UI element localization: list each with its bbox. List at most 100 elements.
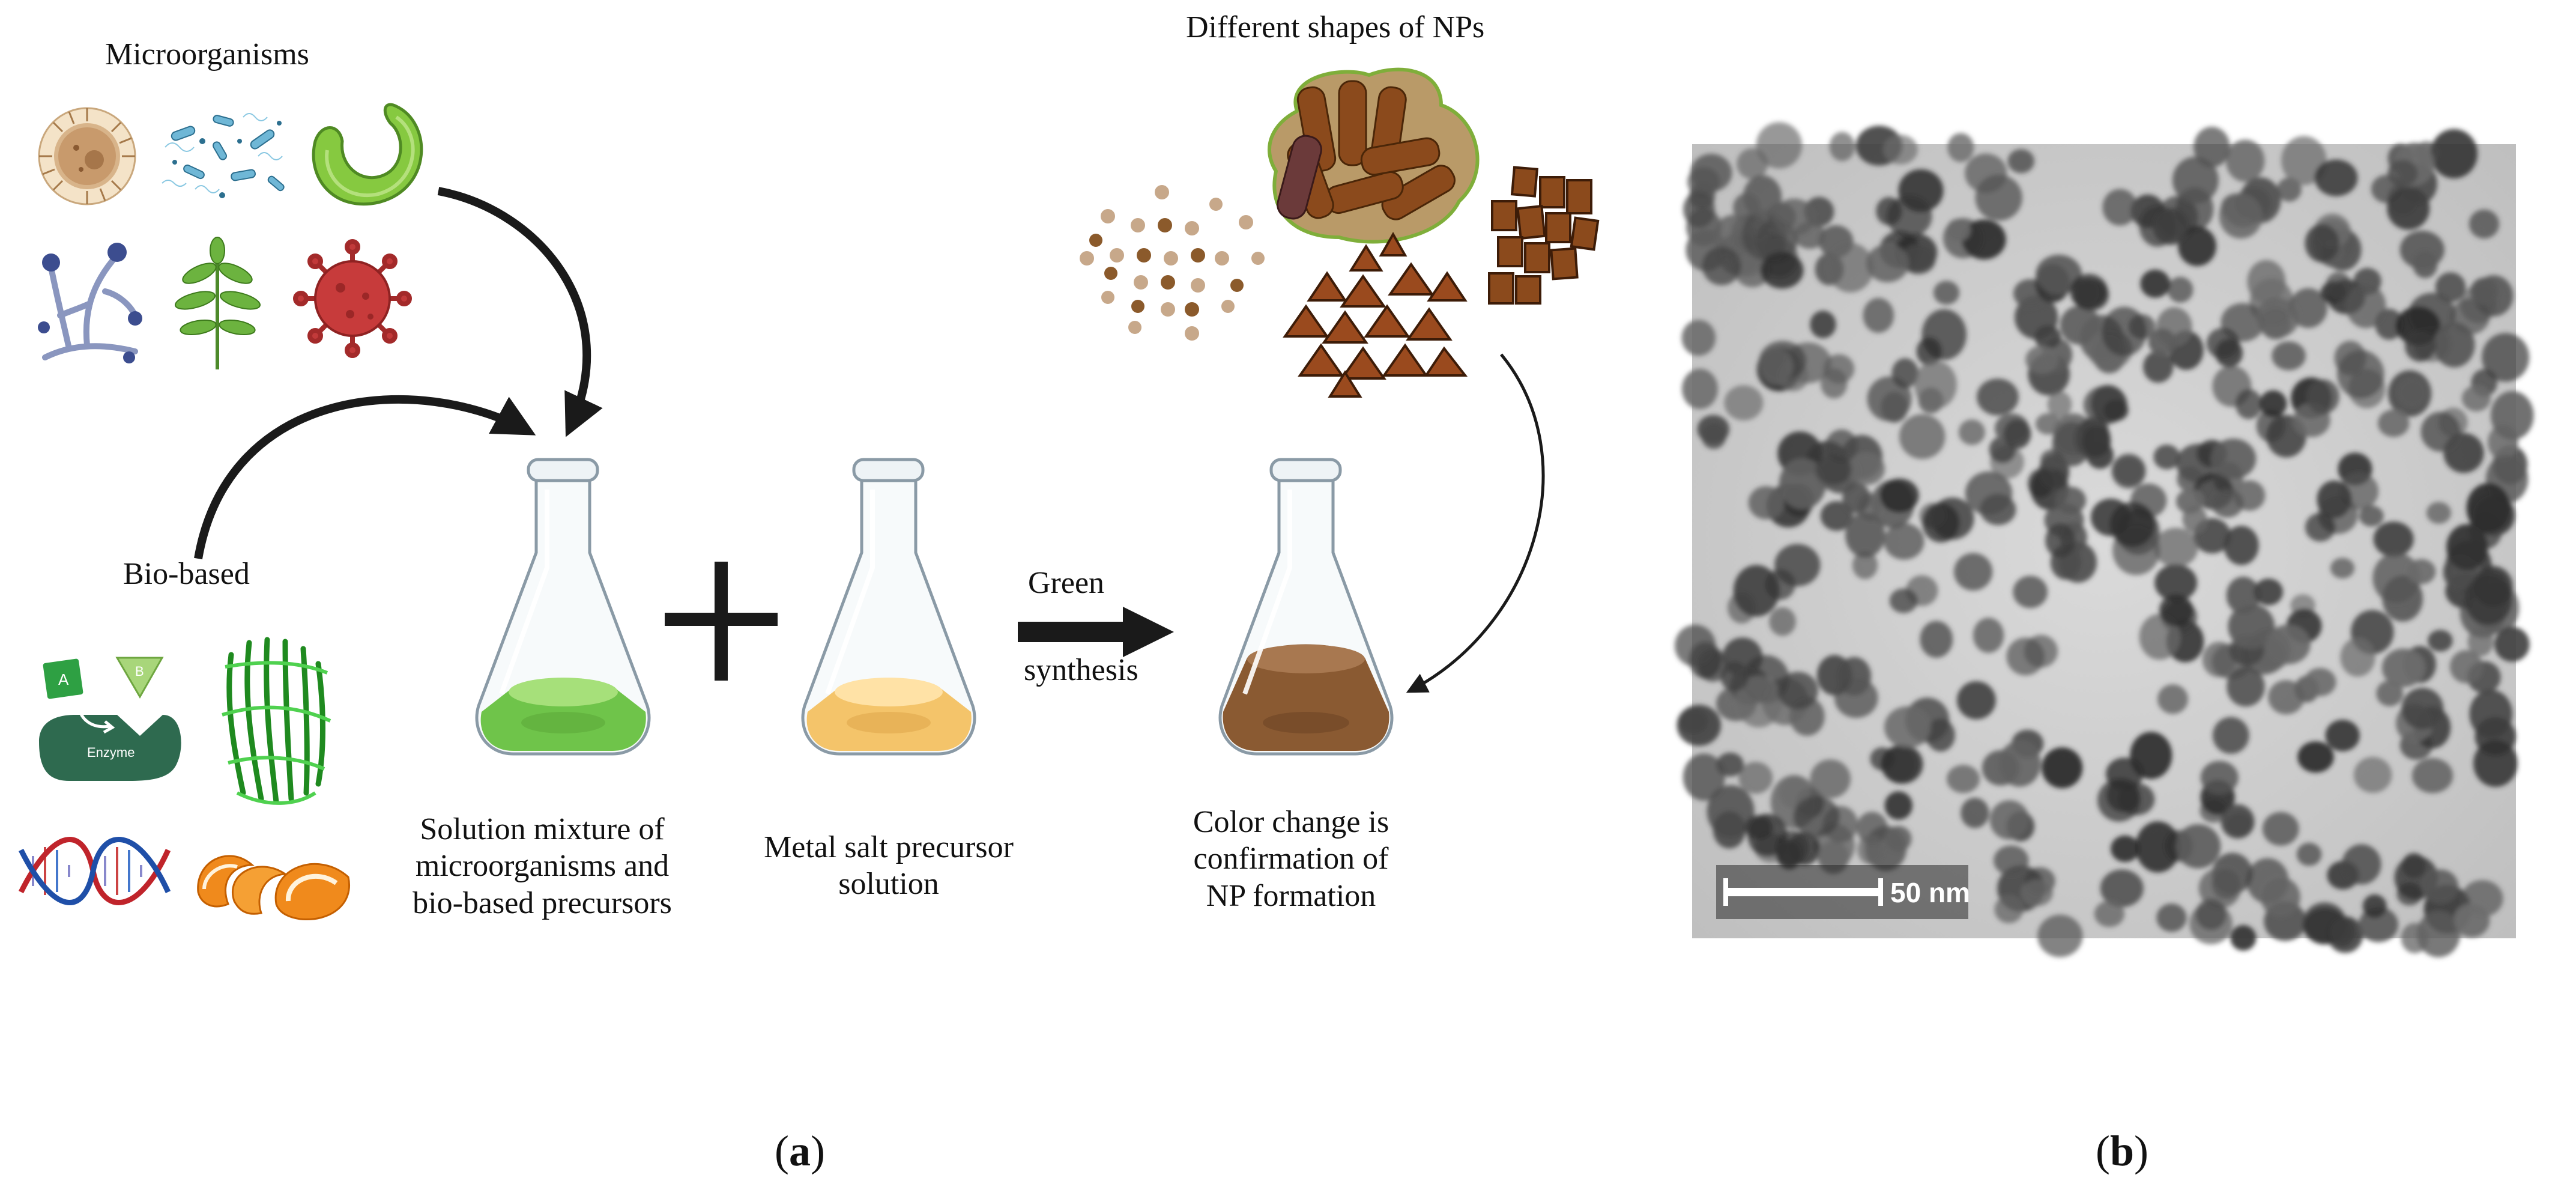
np-particle xyxy=(2305,224,2339,263)
np-particle xyxy=(2111,453,2146,489)
np-particle xyxy=(1852,551,1878,580)
np-particle xyxy=(1921,309,1967,360)
flask-2-caption: Metal salt precursor solution xyxy=(748,829,1030,903)
spherical-nps-icon xyxy=(1080,185,1265,341)
np-particle xyxy=(1947,133,1974,162)
np-particle xyxy=(2330,918,2356,947)
np-particle xyxy=(2140,269,2170,298)
np-particle xyxy=(1701,422,1726,449)
np-particle xyxy=(2035,413,2061,435)
np-particle xyxy=(1827,243,1874,293)
np-particle xyxy=(1961,798,1989,828)
np-particle xyxy=(2397,378,2428,407)
np-particle xyxy=(2247,260,2286,303)
np-particle xyxy=(2111,835,2140,862)
np-particle xyxy=(2047,391,2072,418)
np-particle xyxy=(2297,741,2334,773)
np-particle xyxy=(1810,311,1836,338)
np-particle xyxy=(2007,149,2035,174)
np-particle xyxy=(1756,122,1803,169)
np-particle xyxy=(1922,503,1960,542)
np-particle xyxy=(1962,219,2006,260)
np-particle xyxy=(2416,911,2461,958)
np-particle xyxy=(2376,680,2404,706)
np-particle xyxy=(2094,900,2124,927)
enzyme-label: Enzyme xyxy=(87,745,135,760)
np-particle xyxy=(2156,903,2187,932)
np-particle xyxy=(2491,391,2534,440)
np-particle xyxy=(2154,564,2198,601)
flask-1-caption-line-2: microorganisms and xyxy=(415,849,670,884)
flask-yellow-icon xyxy=(801,458,976,756)
np-particle xyxy=(2494,627,2530,662)
np-particle xyxy=(1884,523,1924,560)
np-particle xyxy=(2281,136,2327,186)
enzyme-substrate-a: A xyxy=(58,670,69,688)
np-particle xyxy=(2405,330,2435,362)
np-particle xyxy=(2449,650,2483,684)
np-particle xyxy=(1816,655,1852,696)
np-particle xyxy=(2296,842,2322,866)
np-particle xyxy=(1735,675,1782,727)
fungi-icon xyxy=(38,243,142,363)
enzyme-icon: A B Enzyme xyxy=(39,657,181,781)
np-particle xyxy=(1973,618,2004,653)
np-particle xyxy=(2025,345,2059,374)
np-particles xyxy=(1675,122,2534,958)
np-particle xyxy=(1760,252,1804,289)
np-particle xyxy=(1891,358,1918,389)
panel-a-label: (a) xyxy=(775,1127,825,1175)
algae-icon xyxy=(312,103,423,206)
np-particle xyxy=(2314,159,2358,196)
np-particle xyxy=(1842,482,1870,514)
np-particle xyxy=(2420,411,2461,452)
np-particle xyxy=(2342,844,2381,885)
arrow-nps-to-flask xyxy=(1406,353,1545,693)
np-particle xyxy=(2340,637,2375,677)
flask-2-caption-line-1: Metal salt precursor xyxy=(764,830,1014,864)
np-particle xyxy=(1748,486,1784,520)
bio-based-label: Bio-based xyxy=(123,557,250,591)
np-particle xyxy=(2037,914,2083,958)
np-particle xyxy=(1845,512,1885,558)
np-particle xyxy=(1765,569,1795,600)
plant-icon xyxy=(175,237,261,369)
np-particle xyxy=(1716,752,1744,777)
protein-icon xyxy=(222,637,331,805)
np-particle xyxy=(2305,513,2336,542)
np-particle xyxy=(1769,607,1796,636)
np-particle xyxy=(1965,471,2013,515)
np-particle xyxy=(1681,320,1716,356)
np-particle xyxy=(1675,624,1716,667)
np-particle xyxy=(2172,156,2219,204)
np-particle xyxy=(2473,739,2518,788)
rod-nps-icon xyxy=(1268,67,1480,244)
np-particle xyxy=(2006,637,2045,676)
np-particle xyxy=(2266,624,2311,664)
np-particle xyxy=(2178,226,2216,266)
np-particle xyxy=(1793,796,1840,837)
np-particle xyxy=(1958,419,1985,445)
np-particle xyxy=(2013,575,2048,609)
flask-2-caption-line-2: solution xyxy=(838,867,939,902)
plus-icon xyxy=(665,562,778,681)
np-particle xyxy=(2167,276,2194,303)
np-particle xyxy=(1885,825,1912,852)
np-particle xyxy=(1829,132,1855,162)
np-particle xyxy=(2337,350,2384,399)
np-particle xyxy=(2206,327,2240,359)
np-particle xyxy=(2428,630,2453,652)
np-particle xyxy=(1953,553,1993,591)
np-particle xyxy=(2446,524,2488,571)
np-particle xyxy=(1863,298,1894,333)
np-particle xyxy=(2261,877,2300,918)
np-particle xyxy=(1886,195,1932,237)
np-particle xyxy=(2154,527,2198,568)
np-particle xyxy=(2401,852,2426,878)
np-particle xyxy=(2212,868,2241,899)
np-particle xyxy=(1816,454,1852,485)
np-particle xyxy=(2482,333,2530,382)
np-particle xyxy=(2110,502,2155,547)
np-particle xyxy=(2330,557,2355,578)
